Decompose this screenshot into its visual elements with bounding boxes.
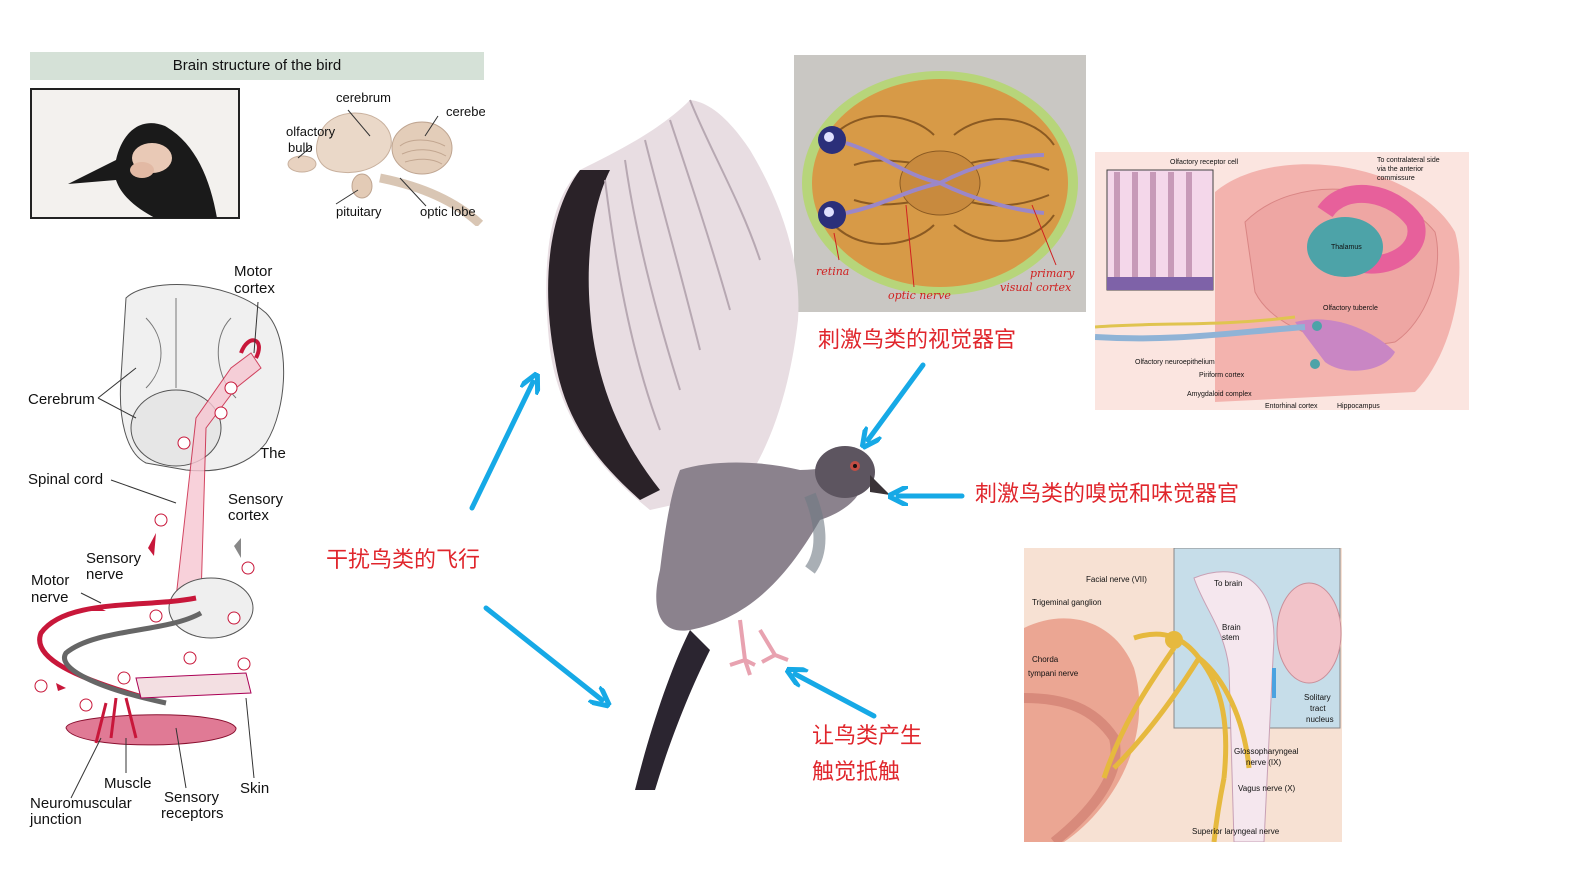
entorhinal-label: Entorhinal cortex [1265,403,1318,410]
olfactory-label: olfactory [286,124,336,139]
caption-touch-1: 让鸟类产生 [812,724,923,749]
skin-label: Skin [240,780,269,797]
amygdaloid-label: Amygdaloid complex [1187,391,1252,398]
primary-label: primary [1030,267,1075,280]
visual-pathway-diagram: retina optic nerve primary visual cortex [794,55,1086,312]
sensory-cortex-label-1: Sensory [228,491,284,508]
contralateral-label-1: To contralateral side [1377,157,1440,164]
neuromuscular-label-2: junction [29,811,82,828]
tubercle-label: Olfactory tubercle [1323,305,1378,312]
arrow-to-feet [795,674,877,719]
bird-head-illustration [30,88,240,219]
neuroepithelium-label: Olfactory neuroepithelium [1135,359,1215,366]
sensory-cortex-label-2: cortex [228,507,269,524]
olfactory-pathway-diagram: Olfactory receptor cell To contralateral… [1095,152,1469,410]
pigeon-illustration [546,99,890,790]
motor-cortex-label-1: Motor [234,263,272,280]
caption-smell-taste: 刺激鸟类的嗅觉和味觉器官 [975,482,1240,507]
optic-nerve-label: optic nerve [888,289,951,302]
the-label: The [260,445,286,462]
solitary-label-3: nucleus [1306,715,1334,724]
bulb-label: bulb [288,140,313,155]
glossopharyngeal-label-2: nerve (IX) [1246,758,1281,767]
sensory-receptors-label-2: receptors [161,805,224,822]
taste-pathway-diagram: Facial nerve (VII) Trigeminal ganglion T… [1024,548,1342,842]
sensory-nerve-label-1: Sensory [86,550,142,567]
contralateral-label-2: via the anterior [1377,166,1424,173]
visual-cortex-label: visual cortex [1000,281,1072,294]
trigeminal-label: Trigeminal ganglion [1032,598,1102,607]
glossopharyngeal-label-1: Glossopharyngeal [1234,747,1299,756]
spinal-cord-label: Spinal cord [28,471,103,488]
bird-brain-diagram: cerebrum cerebellum olfactory bulb pitui… [286,90,485,226]
nervous-system-diagram: Motor cortex Cerebrum The Spinal cord Se… [28,263,286,828]
facial-nerve-label: Facial nerve (VII) [1086,575,1147,584]
chorda-label-1: Chorda [1032,655,1059,664]
arrow-to-wing [469,382,533,511]
sensory-receptors-label-1: Sensory [164,789,220,806]
motor-nerve-label-1: Motor [31,572,69,589]
pituitary-label: pituitary [336,204,382,219]
motor-cortex-label-2: cortex [234,280,275,297]
thalamus-label: Thalamus [1331,244,1362,251]
cerebellum-label: cerebellum [446,104,485,119]
muscle-label: Muscle [104,775,152,792]
brain-stem-label-1: Brain [1222,623,1241,632]
bird-brain-panel: Brain structure of the bird cerebrum cer… [30,52,485,227]
bird-brain-header: Brain structure of the bird [30,52,484,80]
arrow-to-tail [483,605,602,700]
to-brain-label: To brain [1214,579,1242,588]
caption-visual: 刺激鸟类的视觉器官 [818,328,1017,353]
sensory-nerve-label-2: nerve [86,566,124,583]
laryngeal-label: Superior laryngeal nerve [1192,827,1280,836]
optic-lobe-label: optic lobe [420,204,476,219]
cerebrum-label: Cerebrum [28,391,95,408]
chorda-label-2: tympani nerve [1028,669,1079,678]
solitary-label-1: Solitary [1304,693,1331,702]
arrow-to-eye [868,362,926,440]
retina-label: retina [816,265,849,278]
hippocampus-label: Hippocampus [1337,403,1380,410]
caption-touch-2: 触觉抵触 [812,760,901,785]
vagus-label: Vagus nerve (X) [1238,784,1296,793]
caption-flight: 干扰鸟类的飞行 [326,548,481,573]
solitary-label-2: tract [1310,704,1326,713]
bird-brain-title: Brain structure of the bird [172,57,342,74]
cerebrum-label: cerebrum [336,90,391,105]
piriform-label: Piriform cortex [1199,372,1245,379]
olfactory-receptor-label: Olfactory receptor cell [1170,159,1239,166]
motor-nerve-label-2: nerve [31,589,69,606]
step-markers [34,381,255,712]
brain-stem-label-2: stem [1222,633,1240,642]
contralateral-label-3: commissure [1377,175,1415,182]
neuromuscular-label-1: Neuromuscular [30,795,132,812]
